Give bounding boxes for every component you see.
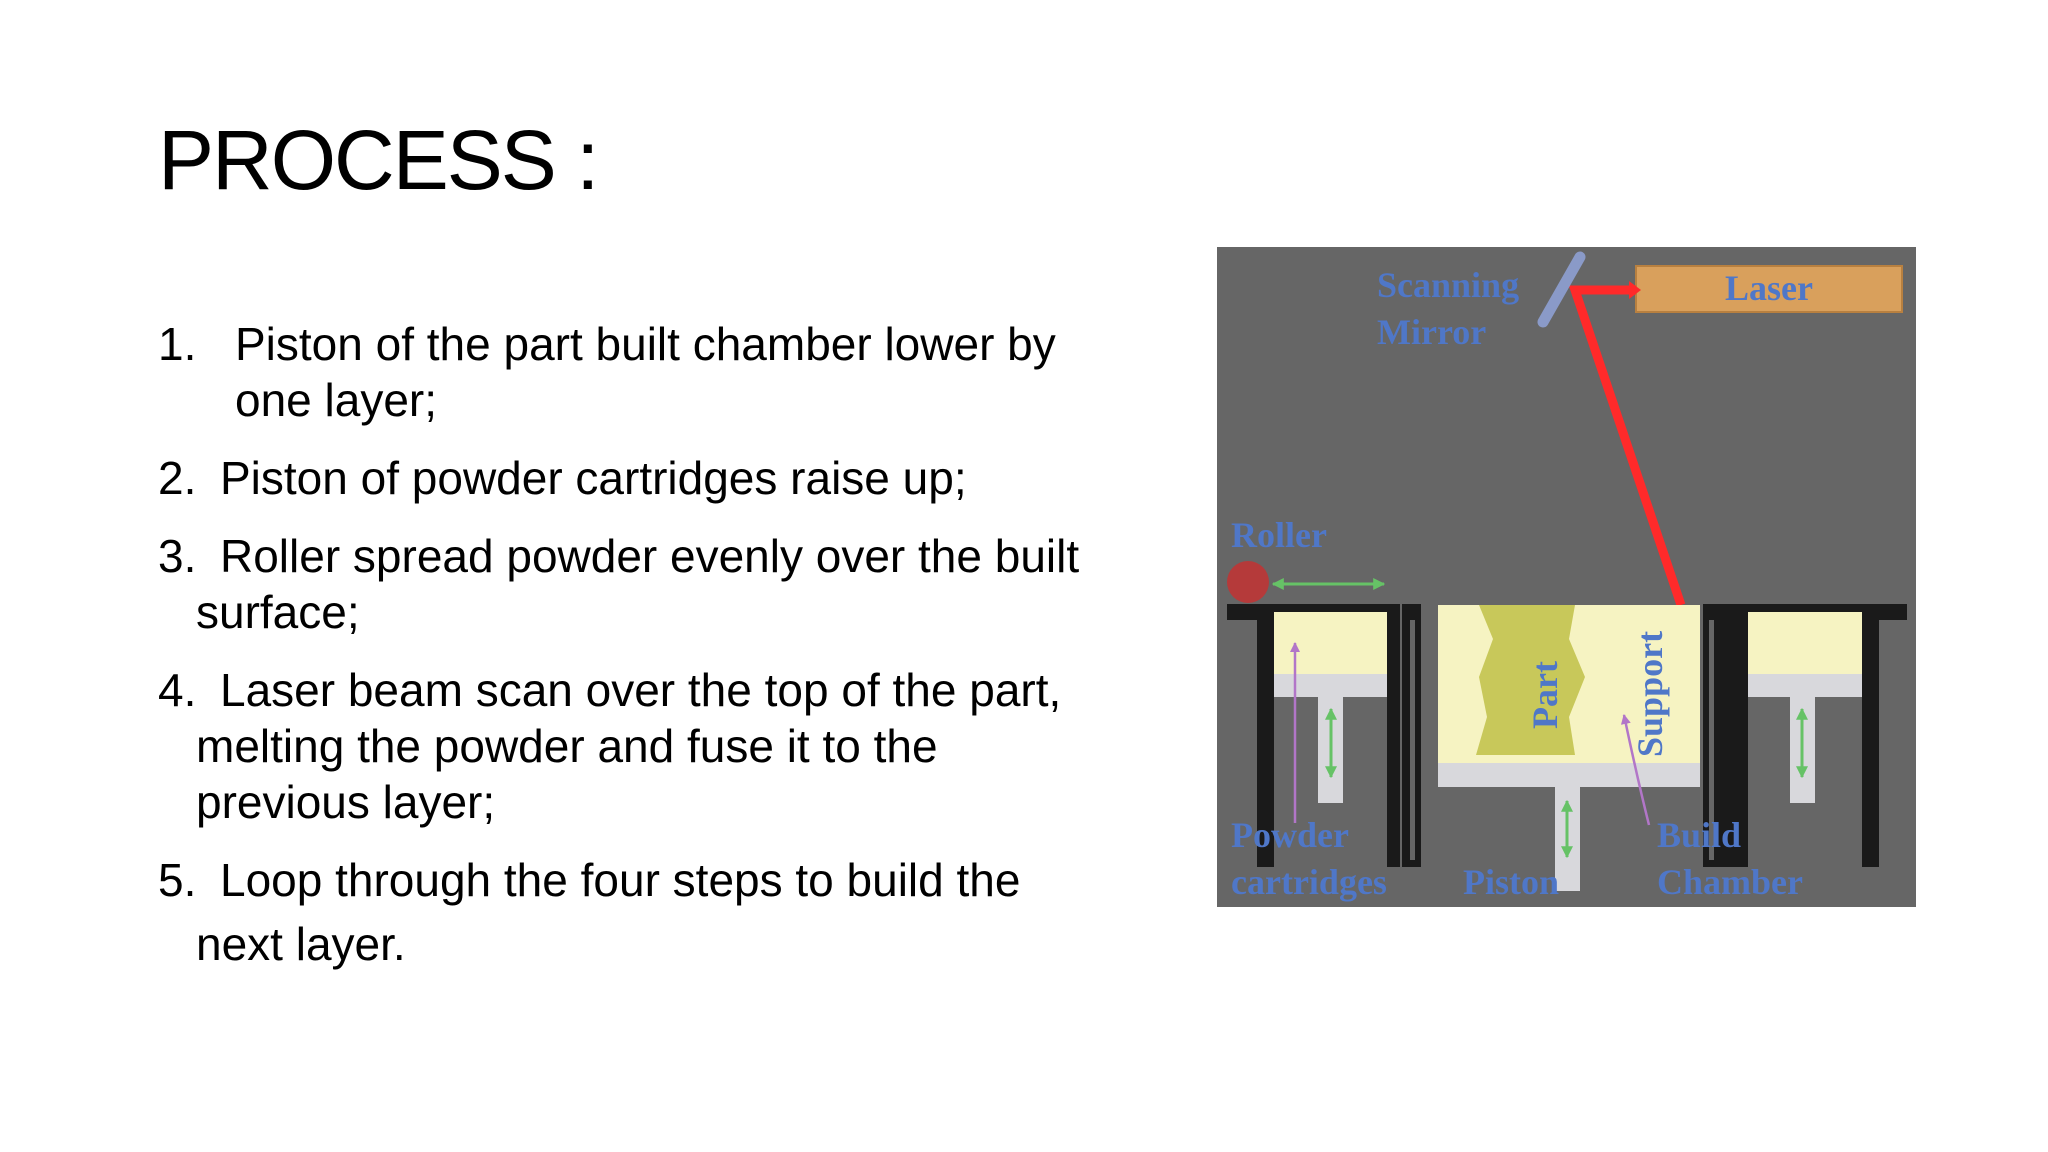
mirror-label: Mirror [1377,312,1486,352]
step-text-line: previous layer; [196,776,496,828]
step-text-line: Piston of powder cartridges raise up; [220,452,967,504]
laser-box [1635,265,1903,313]
step-text-line: one layer; [235,374,438,426]
build-chamber-pointer-arrow [1620,714,1651,826]
step-number: 1. [158,318,197,370]
right-cartridge-wall-right [1862,612,1879,867]
left-cartridge-wall-right [1387,604,1400,867]
laser-beam-tip [1629,281,1641,299]
step-text-line: melting the powder and fuse it to the [196,720,938,772]
scanning-label: Scanning [1377,265,1519,305]
build-piston-plate [1438,763,1700,787]
sls-process-diagram: Laser Scanning Mirror Roller [1217,247,1916,907]
powder-label: Powder [1231,815,1349,855]
step-text-line: Laser beam scan over the top of the part… [220,664,1062,716]
list-item: 5. Loop through the four steps to build … [158,852,1138,972]
roller-label: Roller [1231,515,1327,555]
right-cartridge-powder [1748,612,1862,674]
laser-label: Laser [1725,268,1813,308]
list-item: 2. Piston of powder cartridges raise up; [158,450,1138,506]
step-number: 4. [158,664,197,716]
sls-diagram-svg: Laser Scanning Mirror Roller [1217,247,1916,907]
scanning-mirror [1537,251,1586,328]
part-label: Part [1525,661,1565,729]
step-text-line: next layer. [196,918,406,970]
cartridges-label: cartridges [1231,862,1387,902]
build-chamber-wall-right-2 [1722,604,1748,867]
right-cartridge-piston-plate [1748,674,1862,697]
list-item: 1. Piston of the part built chamber lowe… [158,316,1138,428]
slide-title: PROCESS : [158,113,599,207]
piston-label: Piston [1463,862,1559,902]
part [1476,605,1585,755]
build-label: Build [1657,815,1741,855]
list-item: 4. Laser beam scan over the top of the p… [158,662,1138,830]
step-number: 5. [158,854,197,906]
chamber-label: Chamber [1657,862,1803,902]
roller [1227,561,1269,603]
laser-beam [1568,285,1686,607]
step-number: 3. [158,530,197,582]
step-text-line: Roller spread powder evenly over the bui… [220,530,1080,582]
list-item: 3. Roller spread powder evenly over the … [158,528,1138,640]
step-text-line: Piston of the part built chamber lower b… [235,318,1056,370]
build-chamber-wall-left-inner [1410,620,1415,860]
left-cartridge-piston-plate [1274,674,1387,697]
step-number: 2. [158,452,197,504]
step-text-line: surface; [196,586,360,638]
step-text-line: Loop through the four steps to build the [220,854,1021,906]
support-label: Support [1630,631,1670,757]
build-chamber-wall-right-inner [1709,620,1714,860]
process-steps-list: 1. Piston of the part built chamber lowe… [158,316,1138,994]
left-cartridge-powder [1274,612,1387,674]
left-cartridge-wall-left [1257,612,1274,867]
